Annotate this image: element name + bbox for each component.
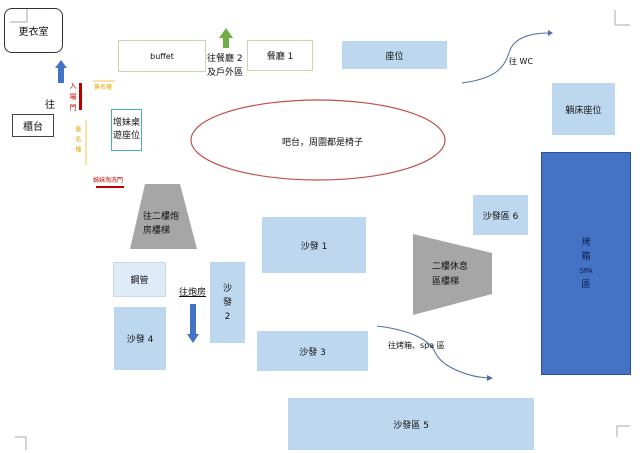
sofa-6-label: 沙發區 6	[482, 211, 519, 222]
to-restaurant-label: 往餐廳 2	[207, 54, 243, 64]
outdoor-label: 及戶外區	[207, 68, 244, 78]
sister-seats-label: 增妹桌遊座位	[112, 118, 140, 141]
pole-label: 鋼管	[130, 276, 149, 286]
buffet: buffet	[118, 40, 206, 72]
sauna-label: 箱	[581, 251, 591, 262]
entrance-bar	[79, 83, 82, 110]
to-sauna-label: 往烤箱、spa 區	[388, 341, 445, 350]
green-up-arrow-icon	[219, 28, 233, 48]
stairs-2f-cannon-label: 往二樓炮房樓梯	[143, 212, 180, 236]
stairs-2f-cannon: 往二樓炮房樓梯	[143, 210, 183, 238]
to-cannon-label: 往炮房	[179, 288, 207, 298]
lounge-seats-label: 躺床座位	[565, 105, 602, 116]
bar-ellipse	[190, 99, 446, 181]
down-arrow-icon	[187, 304, 199, 343]
sign-desk-side-label: 簽名檯	[74, 126, 81, 156]
sofa-5-label: 沙發區 5	[393, 420, 429, 431]
dressing-room-label: 更衣室	[18, 27, 49, 38]
sofa-3: 沙發 3	[257, 331, 368, 371]
pole: 鋼管	[113, 262, 166, 297]
sofa-2-label: 發	[222, 297, 232, 308]
stairs-rest: 二樓休息區樓梯	[432, 260, 472, 290]
restaurant-1-label: 餐廳 1	[266, 52, 294, 62]
sofa-2-label: 2	[224, 311, 231, 322]
sauna-spa-area: 烤 箱 SPA 區	[541, 152, 631, 375]
corner-mark	[15, 436, 27, 450]
bar-label: 吧台，周圍都是椅子	[282, 138, 364, 148]
sofa-3-label: 沙發 3	[299, 347, 326, 358]
to-label: 往	[45, 100, 55, 111]
sister-door-bar	[96, 186, 124, 188]
lounge-seats: 躺床座位	[552, 83, 615, 135]
sauna-label: SPA	[579, 266, 593, 275]
sauna-label: 區	[581, 279, 591, 290]
restaurant-1: 餐廳 1	[247, 40, 313, 71]
sofa-2-label: 沙	[222, 283, 232, 294]
dressing-room: 更衣室	[4, 8, 63, 53]
seats-label: 座位	[385, 51, 404, 62]
sofa-2: 沙發 2	[210, 262, 245, 343]
sofa-4-label: 沙發 4	[126, 335, 154, 345]
wc-curve-arrow	[461, 32, 549, 84]
corner-mark	[616, 425, 630, 437]
sauna-label: 烤	[581, 237, 591, 248]
stairs-2f-cannon-shape	[130, 184, 197, 249]
stairs-rest-shape	[413, 234, 492, 315]
sofa-5: 沙發區 5	[288, 398, 534, 450]
sofa-6: 沙發區 6	[473, 195, 528, 235]
stairs-rest-label: 二樓休息區樓梯	[432, 262, 469, 287]
sister-door-label: 姊妹淘洗門	[93, 177, 124, 184]
sofa-1: 沙發 1	[262, 217, 366, 273]
counter: 櫃台	[12, 114, 54, 137]
sofa-1-label: 沙發 1	[300, 241, 328, 252]
seats: 座位	[342, 41, 447, 69]
sign-desk-label: 簽名檯	[94, 84, 113, 91]
corner-mark	[10, 8, 28, 23]
counter-label: 櫃台	[23, 122, 43, 133]
sister-seats: 增妹桌遊座位	[111, 109, 142, 151]
sauna-curve-arrow	[376, 325, 489, 379]
to-wc-label: 往 WC	[509, 57, 534, 66]
up-arrow-icon	[55, 60, 67, 83]
entrance-label: 入場門	[69, 82, 77, 115]
sofa-4: 沙發 4	[114, 307, 166, 370]
buffet-label: buffet	[150, 51, 174, 61]
